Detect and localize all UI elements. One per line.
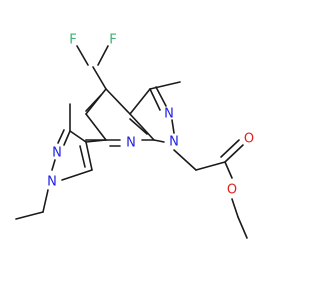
nitrogen-atom-label: N: [47, 175, 57, 190]
ethyl-methyl-pyrazole-bonds: [15, 103, 107, 220]
nitrogen-atom-label: N: [52, 146, 62, 161]
molecule-structure: F F N N N N N O O: [15, 33, 254, 239]
nitrogen-atom-label: N: [169, 135, 179, 150]
nitrogen-atom-label: N: [164, 107, 174, 122]
fluorine-atom-label: F: [109, 33, 116, 48]
fluorine-atom-label: F: [69, 33, 76, 48]
atom-labels: F F N N N N N O O: [47, 33, 254, 198]
ethyl-acetate-chain: [173, 139, 248, 239]
difluoromethyl-group: [76, 45, 109, 90]
pyridine-ring-bonds: [85, 88, 155, 147]
oxygen-atom-label: O: [244, 132, 254, 147]
nitrogen-atom-label: N: [126, 136, 136, 151]
oxygen-atom-label: O: [227, 183, 237, 198]
fused-pyrazole-bonds: [129, 81, 181, 143]
